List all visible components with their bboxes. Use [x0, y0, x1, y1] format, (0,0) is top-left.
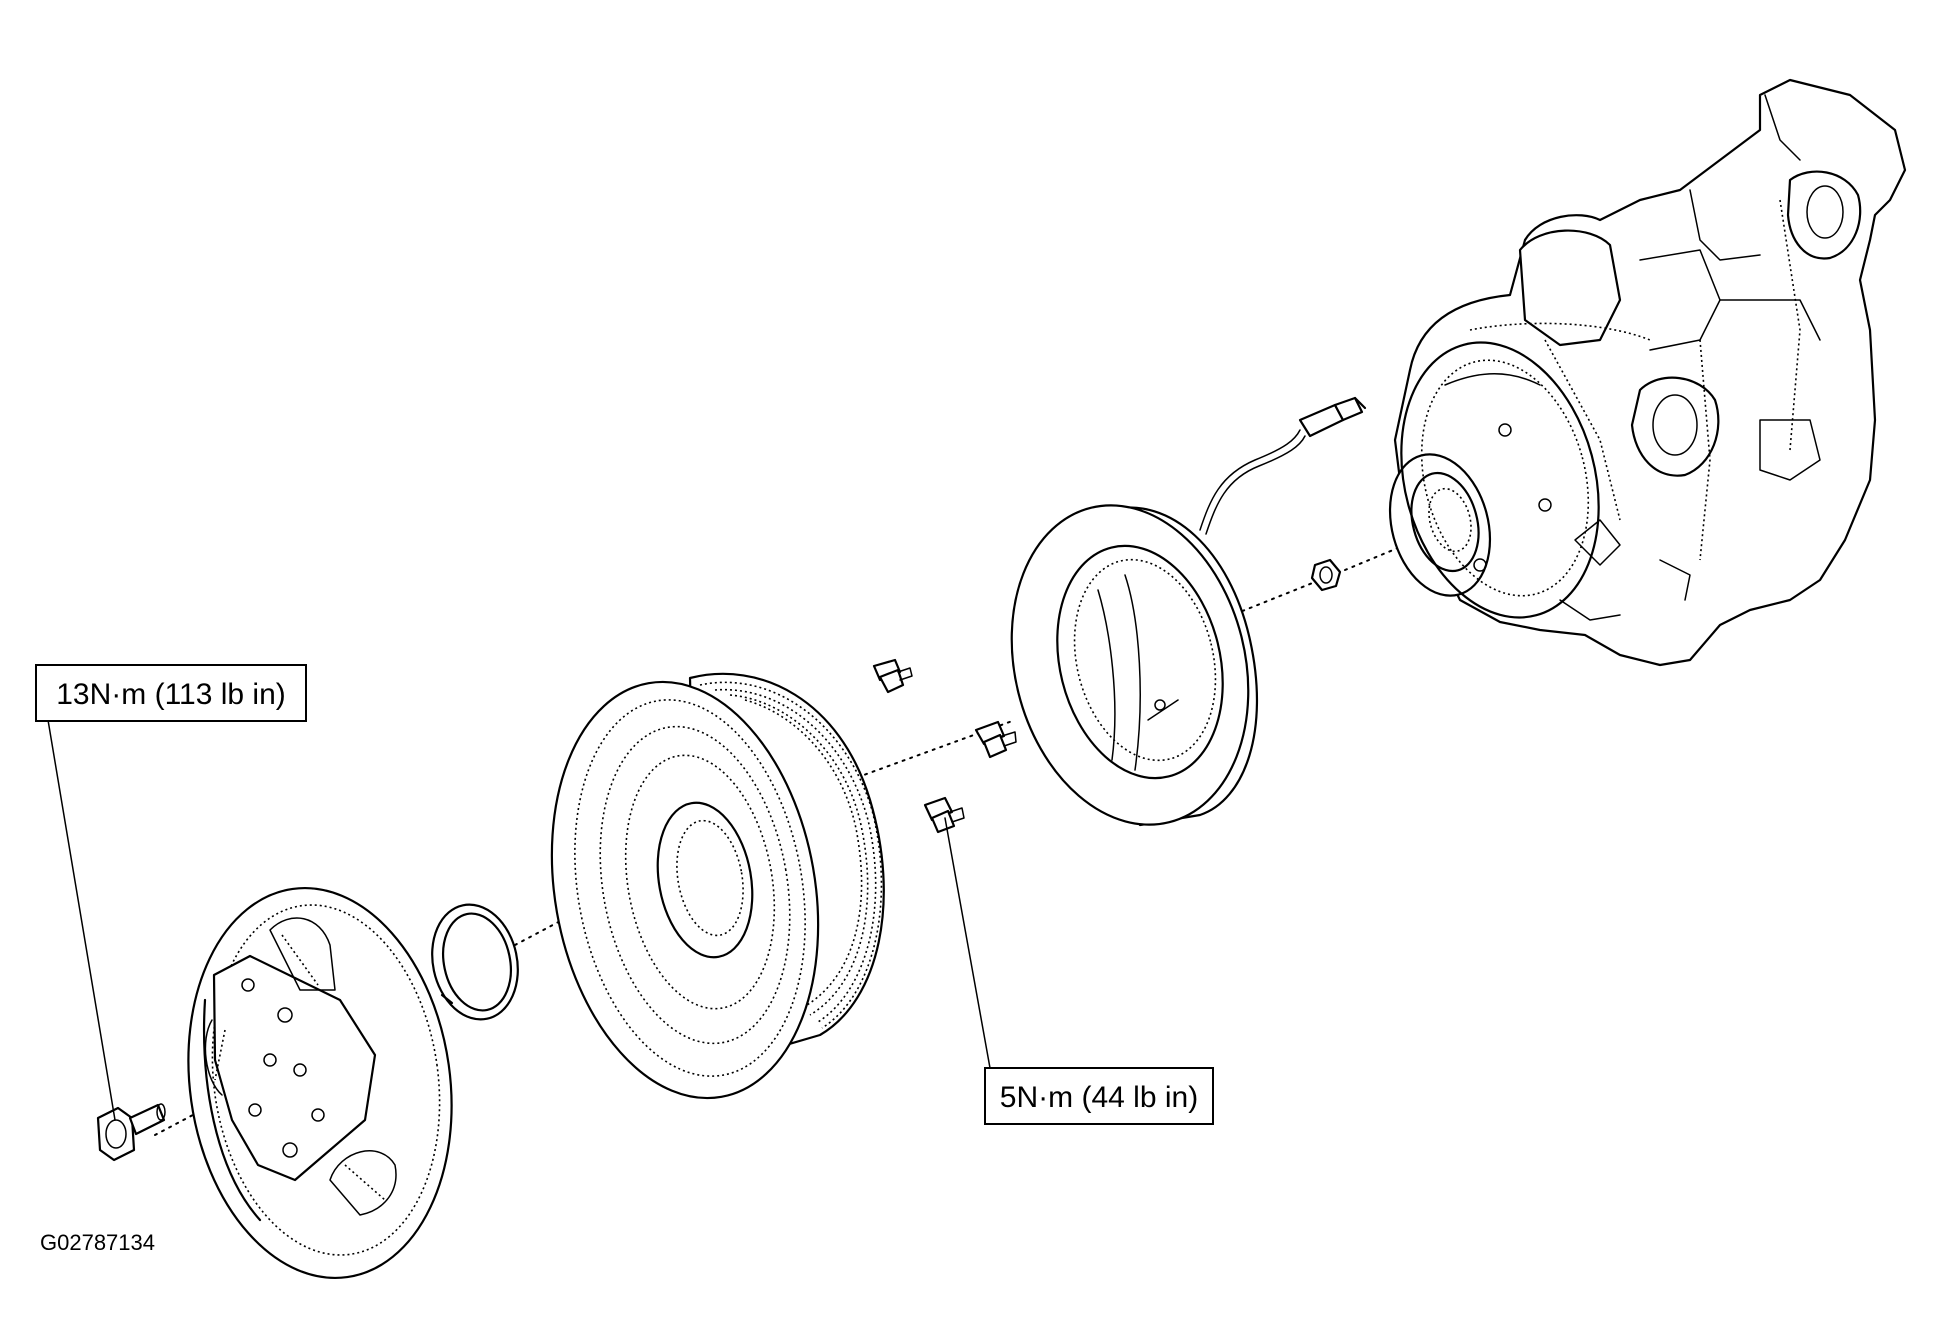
- torque-label-field-coil-screws-text: 5N·m (44 lb in): [1000, 1081, 1198, 1114]
- ac-compressor: [1388, 78, 1907, 667]
- shaft-nut: [1310, 558, 1342, 592]
- leader-clutch-bolt: [47, 719, 116, 1121]
- field-coil: [1010, 396, 1367, 827]
- clutch-bolt: [96, 1103, 166, 1162]
- figure-id: G02787134: [40, 1230, 155, 1255]
- field-coil-screw-top: [872, 658, 913, 694]
- torque-label-clutch-bolt: 13N·m (113 lb in): [35, 664, 307, 722]
- torque-label-clutch-bolt-text: 13N·m (113 lb in): [56, 678, 286, 711]
- pulley: [550, 672, 885, 1100]
- leader-field-coil-screw: [944, 817, 991, 1069]
- snap-ring: [431, 903, 519, 1021]
- leader-lines: [47, 719, 991, 1121]
- field-coil-screw-middle: [974, 720, 1017, 759]
- field-coil-screw-bottom: [923, 796, 965, 834]
- field-coil-screws: [872, 658, 1017, 834]
- clutch-front-plate: [187, 886, 453, 1280]
- torque-label-field-coil-screws: 5N·m (44 lb in): [984, 1067, 1214, 1125]
